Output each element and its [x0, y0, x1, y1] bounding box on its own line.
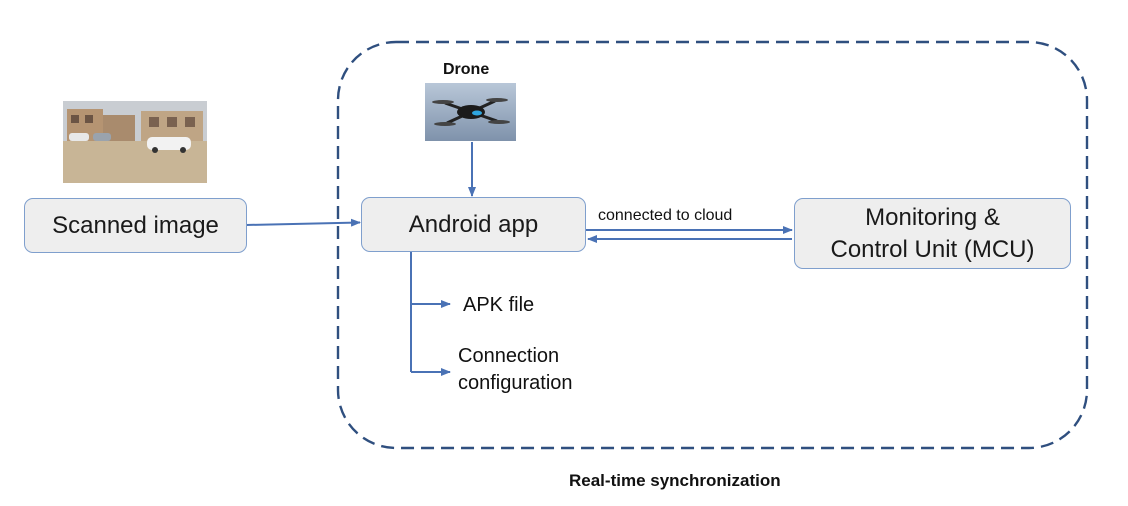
- android-app-box: Android app: [361, 197, 586, 252]
- connection-config-line1: Connection: [458, 345, 560, 367]
- mcu-text-line1: Monitoring &: [865, 203, 1000, 231]
- drone-label: Drone: [443, 61, 490, 78]
- android-app-text: Android app: [408, 210, 539, 238]
- apk-file-label: APK file: [463, 294, 535, 316]
- realtime-sync-boundary: [336, 40, 1089, 450]
- arrow-scanned-to-app: [245, 218, 361, 227]
- connection-config-label: Connection configuration: [458, 343, 573, 397]
- mcu-text-line2: Control Unit (MCU): [830, 235, 1035, 263]
- drone-photo: [425, 83, 516, 141]
- mcu-box: Monitoring & Control Unit (MCU): [794, 198, 1071, 269]
- scanned-image-text: Scanned image: [52, 211, 219, 239]
- scanned-image-box: Scanned image: [24, 198, 247, 253]
- connection-config-line2: configuration: [458, 372, 573, 394]
- realtime-sync-label: Real-time synchronization: [569, 471, 781, 490]
- connection-label: connected to cloud: [598, 207, 733, 224]
- scanned-street-photo: [63, 101, 207, 183]
